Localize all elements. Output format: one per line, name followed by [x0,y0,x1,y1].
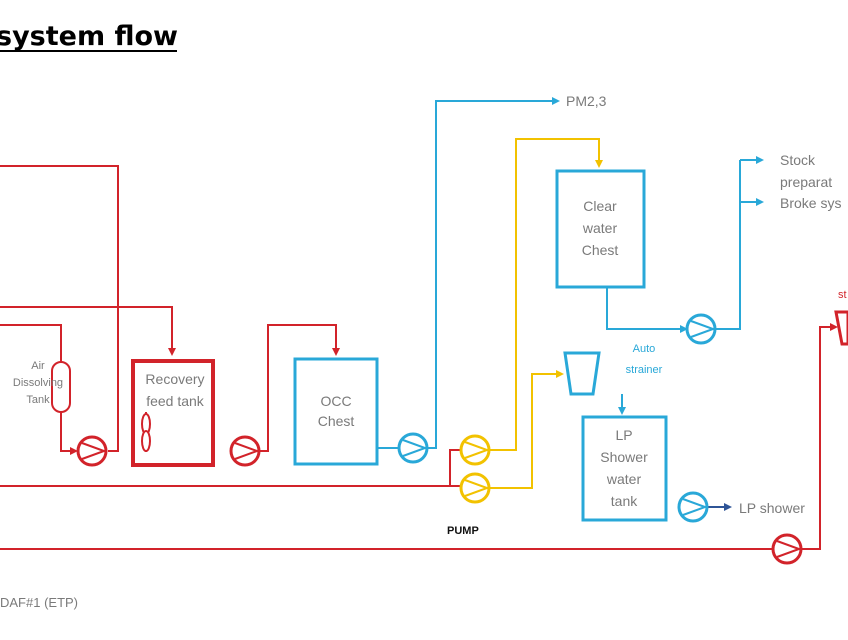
stock-label-2: preparat [780,174,832,190]
red-line-to-occ [260,324,340,452]
lp-shower-label: LP shower [739,500,805,516]
auto-strainer-label-2: strainer [626,364,663,376]
air-tank-label-2: Dissolving [13,377,63,389]
clear-water-label-2: water [582,220,618,236]
red-line-top-loop [0,165,119,452]
yellow-line-to-clear-water [490,138,603,451]
pump-icon [685,313,717,345]
red-line-bottom-up [802,323,838,550]
auto-strainer-label-1: Auto [633,343,656,355]
air-tank-label-1: Air [31,360,45,372]
occ-chest-label-2: Chest [318,413,355,429]
pump-label: PUMP [447,525,479,537]
lp-shower-water-tank [581,415,668,522]
air-dissolving-tank [51,361,71,413]
yellow-lines [490,138,603,489]
recovery-tank-label-1: Recovery [145,371,204,387]
pump-icon [459,472,491,504]
red-line-to-air-tank [0,324,62,362]
red-line-to-pump-upper [449,449,460,486]
clear-water-chest [555,169,646,289]
lp-tank-label-3: water [606,471,642,487]
pm-label: PM2,3 [566,93,607,109]
pump-icon [229,435,261,467]
red-line-to-recovery [0,306,176,356]
red-line-air-tank-to-pump [60,412,78,455]
agitator-icon [141,412,151,452]
blue-line-to-pm [428,97,560,449]
stock-label-1: Stock [780,152,816,168]
pump-icon [771,533,803,565]
daf-label: DAF#1 (ETP) [0,595,78,610]
pump-icon [459,434,491,466]
red-lines [0,165,838,550]
air-tank-label-3: Tank [26,394,50,406]
clear-water-label-1: Clear [583,198,617,214]
right-edge-strainer-icon [834,310,848,346]
blue-line-up [716,160,741,330]
right-edge-label: st [838,289,847,301]
lp-tank-label-1: LP [615,427,632,443]
recovery-tank-label-2: feed tank [146,393,205,409]
pump-icon [677,491,709,523]
pump-icon [76,435,108,467]
diagram-title: system flow [0,21,178,52]
lp-tank-label-2: Shower [600,449,648,465]
blue-line-chest-to-pump [606,287,688,333]
pump-icon [397,432,429,464]
clear-water-label-3: Chest [582,242,619,258]
yellow-line-to-strainer [490,370,564,489]
lp-tank-label-4: tank [611,493,638,509]
strainer-icon [563,351,601,396]
occ-chest [293,357,379,466]
blue-lines [378,97,764,449]
occ-chest-label-1: OCC [320,393,351,409]
broke-label: Broke sys [780,195,841,211]
